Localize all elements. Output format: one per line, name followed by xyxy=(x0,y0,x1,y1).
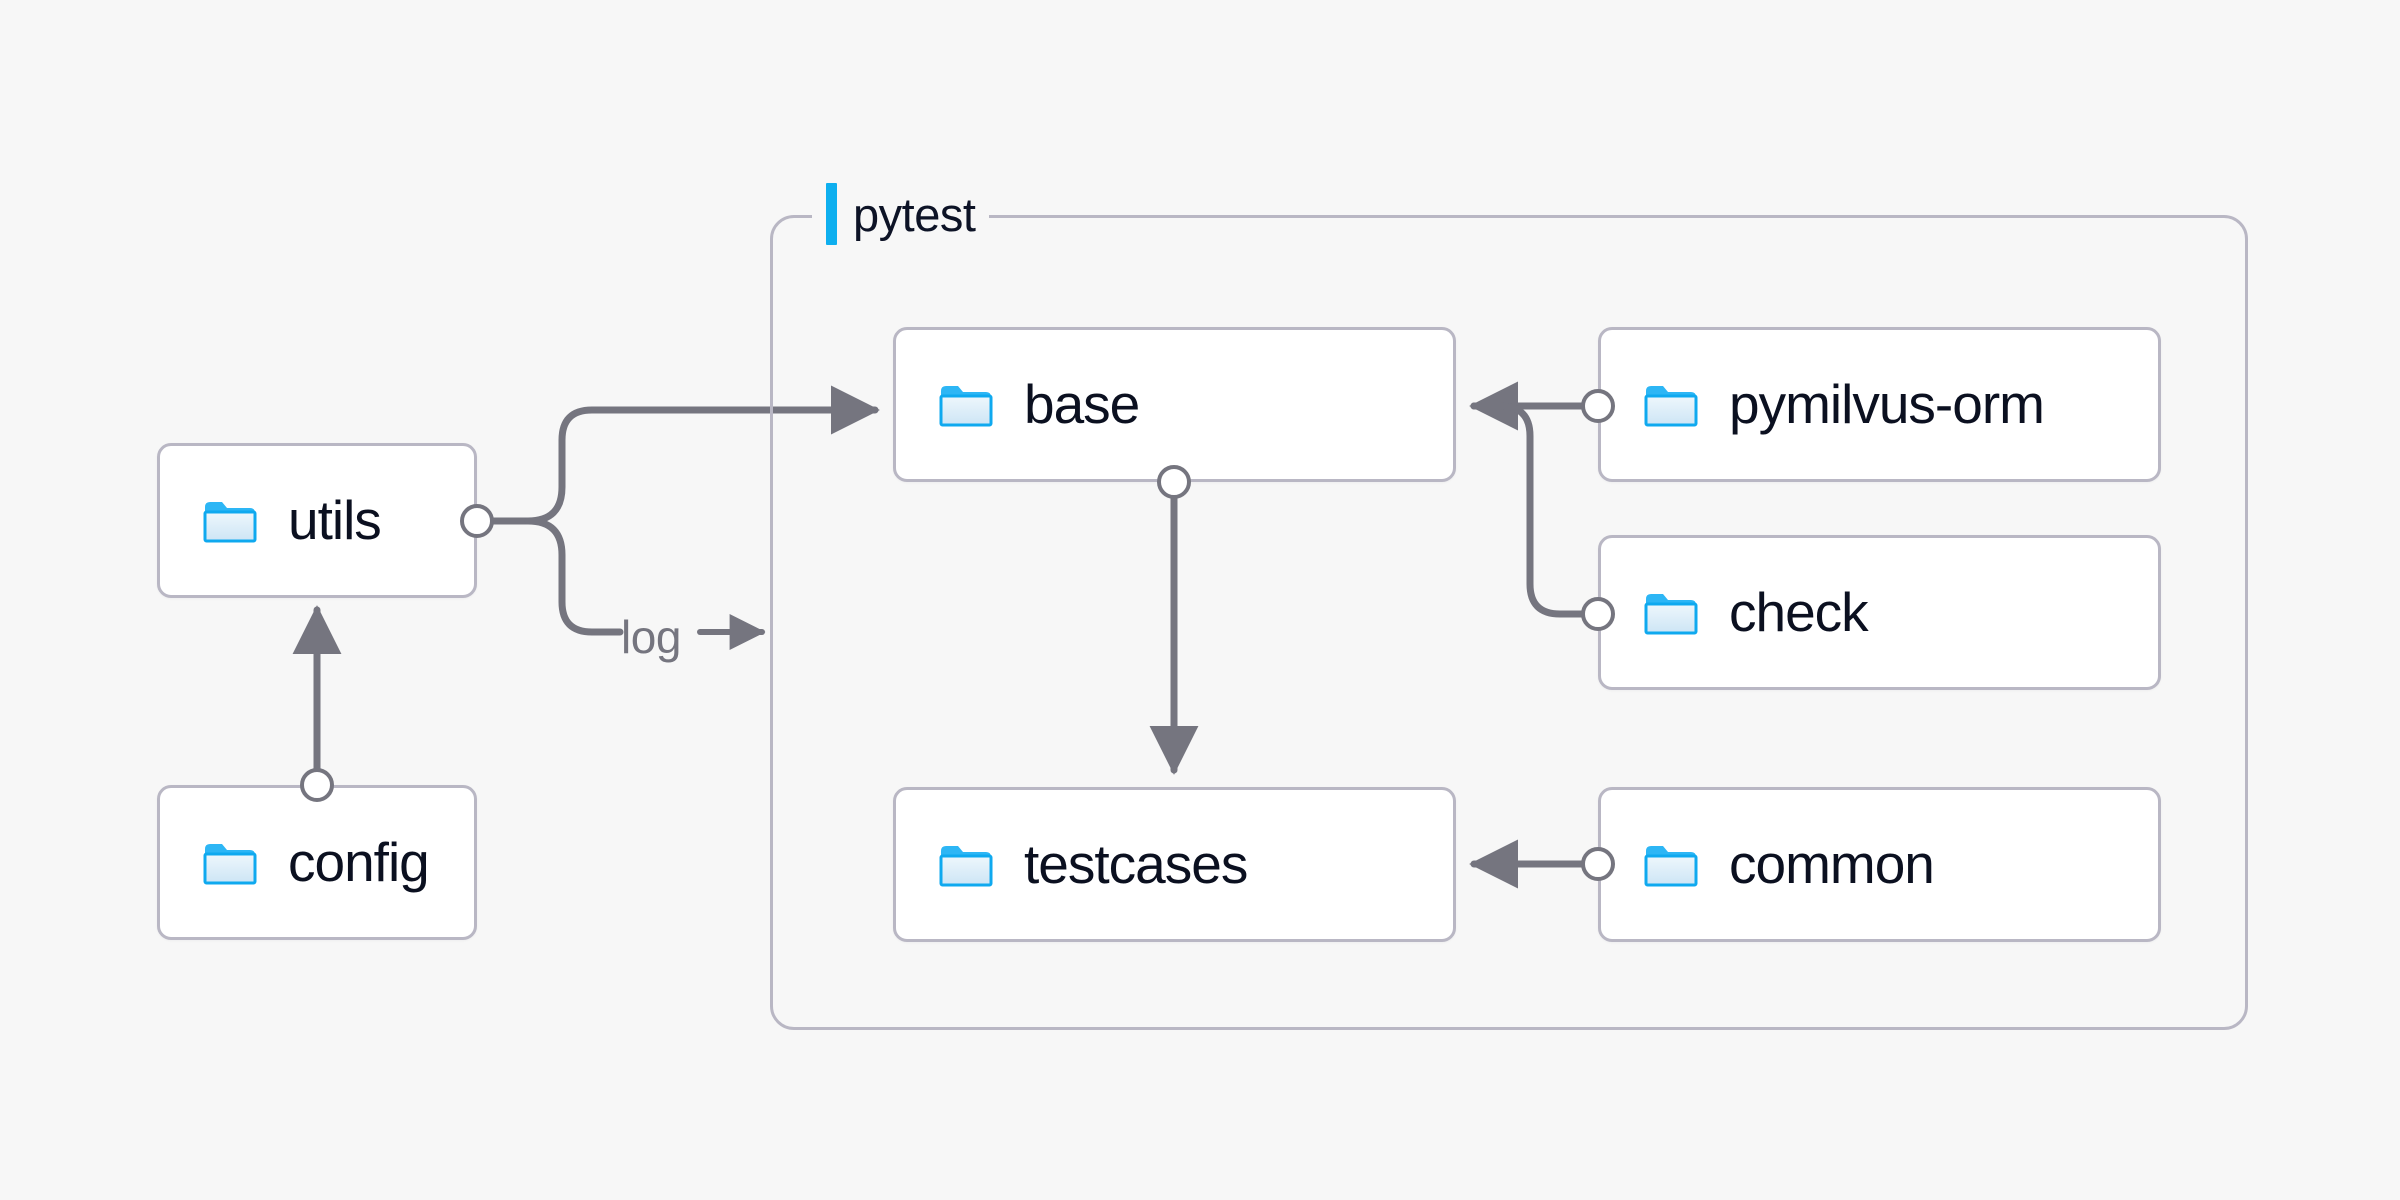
node-label-common: common xyxy=(1729,833,1935,895)
node-label-pymilvus-orm: pymilvus-orm xyxy=(1729,373,2045,435)
port-pymilvus-orm-left[interactable] xyxy=(1581,389,1615,423)
node-check[interactable]: check xyxy=(1598,535,2161,690)
node-label-base: base xyxy=(1024,373,1140,435)
group-container-pytest xyxy=(770,215,2248,1030)
node-pymilvus-orm[interactable]: pymilvus-orm xyxy=(1598,327,2161,482)
node-config[interactable]: config xyxy=(157,785,477,940)
node-label-check: check xyxy=(1729,581,1869,643)
edge-utils-to-log xyxy=(524,517,624,636)
port-base-bottom[interactable] xyxy=(1157,465,1191,499)
group-title: pytest xyxy=(853,187,976,241)
node-label-testcases: testcases xyxy=(1024,833,1248,895)
port-common-left[interactable] xyxy=(1581,847,1615,881)
port-utils-right[interactable] xyxy=(460,504,494,538)
port-config-top[interactable] xyxy=(300,768,334,802)
edge-label-log: log xyxy=(621,611,681,663)
group-label-pytest: pytest xyxy=(812,183,990,245)
node-label-utils: utils xyxy=(288,489,382,551)
node-base[interactable]: base xyxy=(893,327,1456,482)
node-label-config: config xyxy=(288,831,430,893)
accent-bar-icon xyxy=(826,183,837,245)
port-check-left[interactable] xyxy=(1581,597,1615,631)
node-utils[interactable]: utils xyxy=(157,443,477,598)
node-testcases[interactable]: testcases xyxy=(893,787,1456,942)
node-common[interactable]: common xyxy=(1598,787,2161,942)
